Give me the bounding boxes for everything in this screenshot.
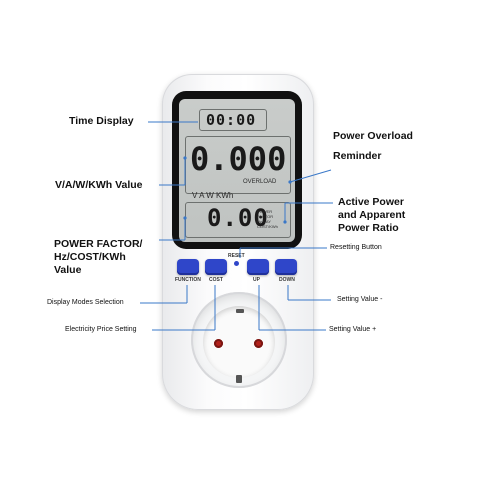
time-readout: 00:00 bbox=[206, 111, 257, 129]
indicator-factor: FACTOR bbox=[257, 214, 274, 219]
label-overload-line1: Power Overload bbox=[333, 130, 413, 142]
label-power-factor-line1: POWER FACTOR/ bbox=[54, 238, 143, 250]
reset-button[interactable] bbox=[234, 261, 239, 266]
indicator-hz-day: Hz DAY bbox=[257, 219, 271, 224]
function-button[interactable] bbox=[177, 259, 199, 275]
earth-clip-bottom bbox=[236, 375, 242, 383]
leader-dot-overload bbox=[288, 180, 292, 184]
label-power-factor-line2: Hz/COST/KWh bbox=[54, 251, 126, 263]
cost-button[interactable] bbox=[205, 259, 227, 275]
up-button[interactable] bbox=[247, 259, 269, 275]
time-display-box bbox=[199, 109, 267, 131]
down-label: DOWN bbox=[279, 277, 295, 283]
label-overload-line2: Reminder bbox=[333, 150, 382, 162]
cost-label: COST bbox=[209, 277, 223, 283]
reset-label: RESET bbox=[228, 253, 245, 259]
label-resetting-button: Resetting Button bbox=[330, 244, 382, 251]
label-display-modes: Display Modes Selection bbox=[47, 299, 124, 306]
indicator-power: POWER bbox=[257, 209, 273, 214]
socket-hole-right bbox=[254, 339, 263, 348]
label-active-power-line2: and Apparent bbox=[338, 209, 406, 221]
main-readout: 0.000 bbox=[190, 140, 287, 178]
overload-indicator: OVERLOAD bbox=[243, 179, 277, 185]
label-setting-plus: Setting Value + bbox=[329, 326, 377, 333]
label-power-factor-line3: Value bbox=[54, 264, 82, 276]
label-setting-minus: Setting Value - bbox=[337, 296, 383, 303]
socket-hole-left bbox=[214, 339, 223, 348]
label-active-power-line3: Power Ratio bbox=[338, 222, 399, 234]
up-label: UP bbox=[253, 277, 260, 283]
label-vawkwh-value: V/A/W/KWh Value bbox=[55, 179, 143, 191]
units-indicator: V A W KWh bbox=[192, 191, 234, 200]
leader-dot-powerfactor bbox=[183, 216, 187, 220]
function-label: FUNCTION bbox=[175, 277, 201, 283]
indicator-cost-kwh: COST/KWh bbox=[257, 224, 278, 229]
lcd-screen bbox=[179, 99, 295, 242]
earth-clip-top bbox=[236, 309, 244, 313]
leader-dot-vawkwh bbox=[183, 156, 187, 160]
secondary-readout: 0.00 bbox=[207, 204, 269, 232]
label-active-power-line1: Active Power bbox=[338, 196, 404, 208]
label-time-display: Time Display bbox=[69, 115, 134, 127]
down-button[interactable] bbox=[275, 259, 297, 275]
leader-dot-active-power bbox=[283, 220, 287, 224]
leader-overload bbox=[289, 169, 332, 183]
label-electricity-price: Electricity Price Setting bbox=[65, 326, 137, 333]
